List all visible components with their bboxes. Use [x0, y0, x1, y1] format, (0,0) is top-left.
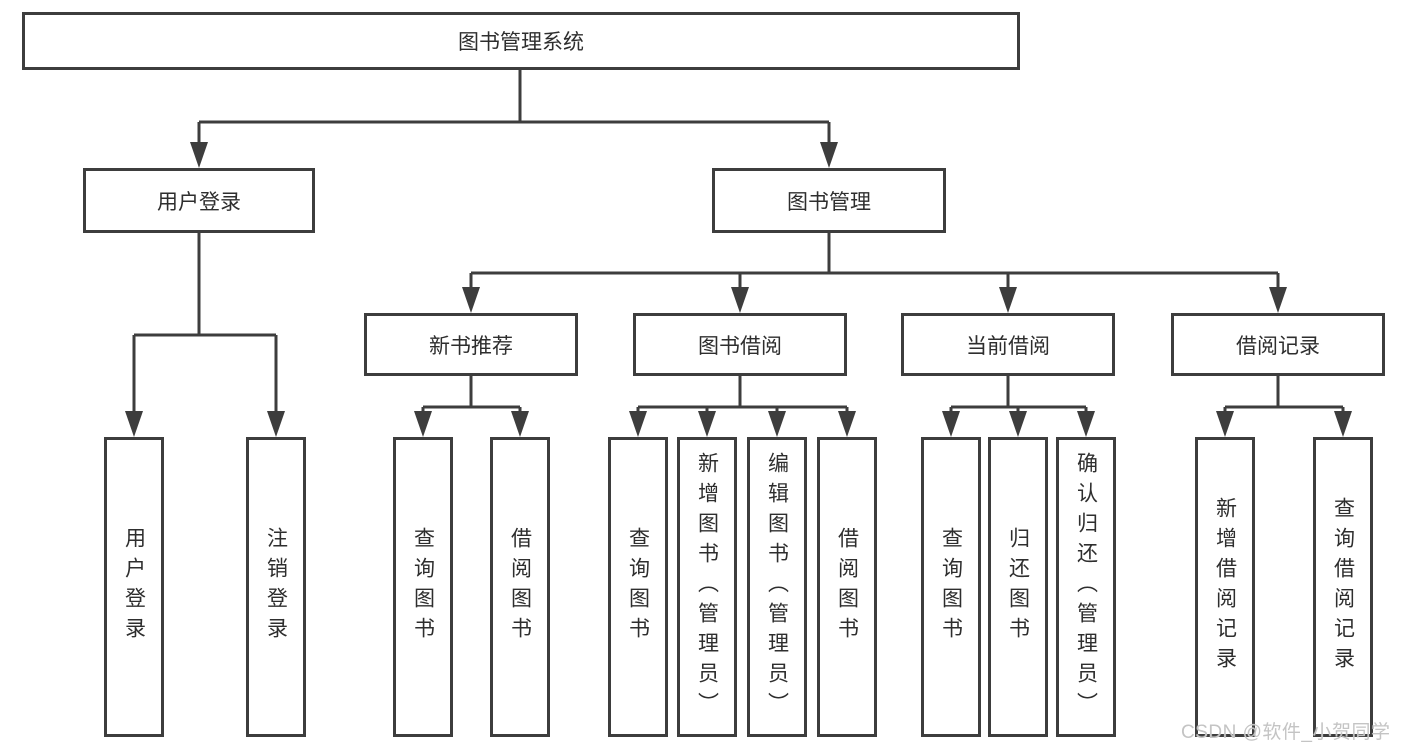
- arrow-icon: [190, 142, 208, 168]
- leaf-label: 新增借阅记录: [1213, 497, 1237, 677]
- node-borrowing-records: 借阅记录: [1171, 313, 1385, 376]
- node-book-management: 图书管理: [712, 168, 946, 233]
- arrow-icon: [1216, 411, 1234, 437]
- arrow-icon: [820, 142, 838, 168]
- arrow-icon: [414, 411, 432, 437]
- leaf-label: 借阅图书: [508, 527, 532, 647]
- leaf-edit-books-admin: 编辑图书（管理员）: [747, 437, 807, 737]
- arrow-icon: [1009, 411, 1027, 437]
- leaf-query-borrow-record: 查询借阅记录: [1313, 437, 1373, 737]
- csdn-watermark: CSDN @软件_小贺同学: [1181, 722, 1391, 743]
- arrow-icon: [462, 287, 480, 313]
- arrow-icon: [1077, 411, 1095, 437]
- arrow-icon: [1334, 411, 1352, 437]
- leaf-label: 用户登录: [122, 527, 146, 647]
- arrow-icon: [267, 411, 285, 437]
- leaf-logout: 注销登录: [246, 437, 306, 737]
- arrow-icon: [511, 411, 529, 437]
- leaf-label: 查询借阅记录: [1331, 497, 1355, 677]
- node-new-book-recommendation: 新书推荐: [364, 313, 578, 376]
- leaf-return-books: 归还图书: [988, 437, 1048, 737]
- arrow-icon: [838, 411, 856, 437]
- node-library-management-system: 图书管理系统: [22, 12, 1020, 70]
- leaf-confirm-return-admin: 确认归还（管理员）: [1056, 437, 1116, 737]
- node-book-borrowing: 图书借阅: [633, 313, 847, 376]
- leaf-query-books-recommendation: 查询图书: [393, 437, 453, 737]
- leaf-label: 确认归还（管理员）: [1074, 452, 1098, 722]
- leaf-label: 查询图书: [411, 527, 435, 647]
- leaf-label: 注销登录: [264, 527, 288, 647]
- leaf-borrow-books-recommendation: 借阅图书: [490, 437, 550, 737]
- leaf-query-books-borrowing: 查询图书: [608, 437, 668, 737]
- leaf-user-login: 用户登录: [104, 437, 164, 737]
- node-current-borrowing: 当前借阅: [901, 313, 1115, 376]
- leaf-label: 借阅图书: [835, 527, 859, 647]
- leaf-label: 归还图书: [1006, 527, 1030, 647]
- leaf-label: 编辑图书（管理员）: [765, 452, 789, 722]
- arrow-icon: [698, 411, 716, 437]
- leaf-label: 查询图书: [626, 527, 650, 647]
- leaf-add-books-admin: 新增图书（管理员）: [677, 437, 737, 737]
- leaf-borrow-books-borrowing: 借阅图书: [817, 437, 877, 737]
- leaf-label: 查询图书: [939, 527, 963, 647]
- arrow-icon: [731, 287, 749, 313]
- arrow-icon: [125, 411, 143, 437]
- leaf-add-borrow-record: 新增借阅记录: [1195, 437, 1255, 737]
- arrow-icon: [1269, 287, 1287, 313]
- leaf-label: 新增图书（管理员）: [695, 452, 719, 722]
- arrow-icon: [768, 411, 786, 437]
- leaf-query-books-current: 查询图书: [921, 437, 981, 737]
- arrow-icon: [629, 411, 647, 437]
- arrow-icon: [999, 287, 1017, 313]
- node-user-login: 用户登录: [83, 168, 315, 233]
- arrow-icon: [942, 411, 960, 437]
